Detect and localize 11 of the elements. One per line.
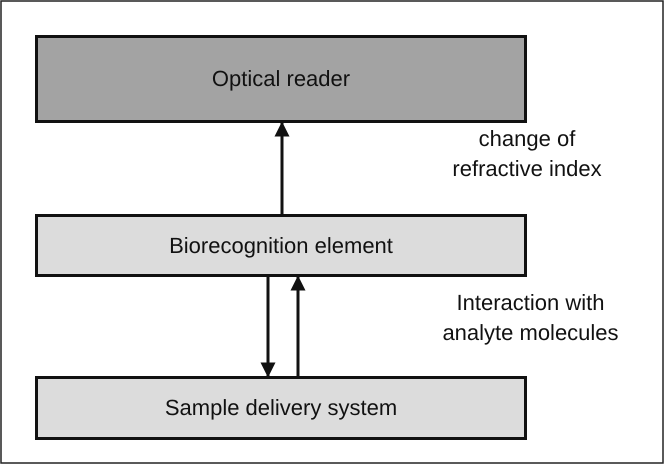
annotation-text: Interaction with analyte molecules (441, 289, 620, 347)
box-label: Biorecognition element (169, 232, 393, 258)
process-box (35, 214, 527, 277)
process-box (35, 376, 527, 440)
arrow (274, 122, 290, 214)
arrow (290, 276, 306, 376)
annotation-text: change of refractive index (451, 125, 603, 183)
process-box (35, 35, 527, 123)
arrow (260, 277, 276, 378)
box-label: Optical reader (212, 66, 350, 92)
box-label: Sample delivery system (164, 395, 398, 421)
